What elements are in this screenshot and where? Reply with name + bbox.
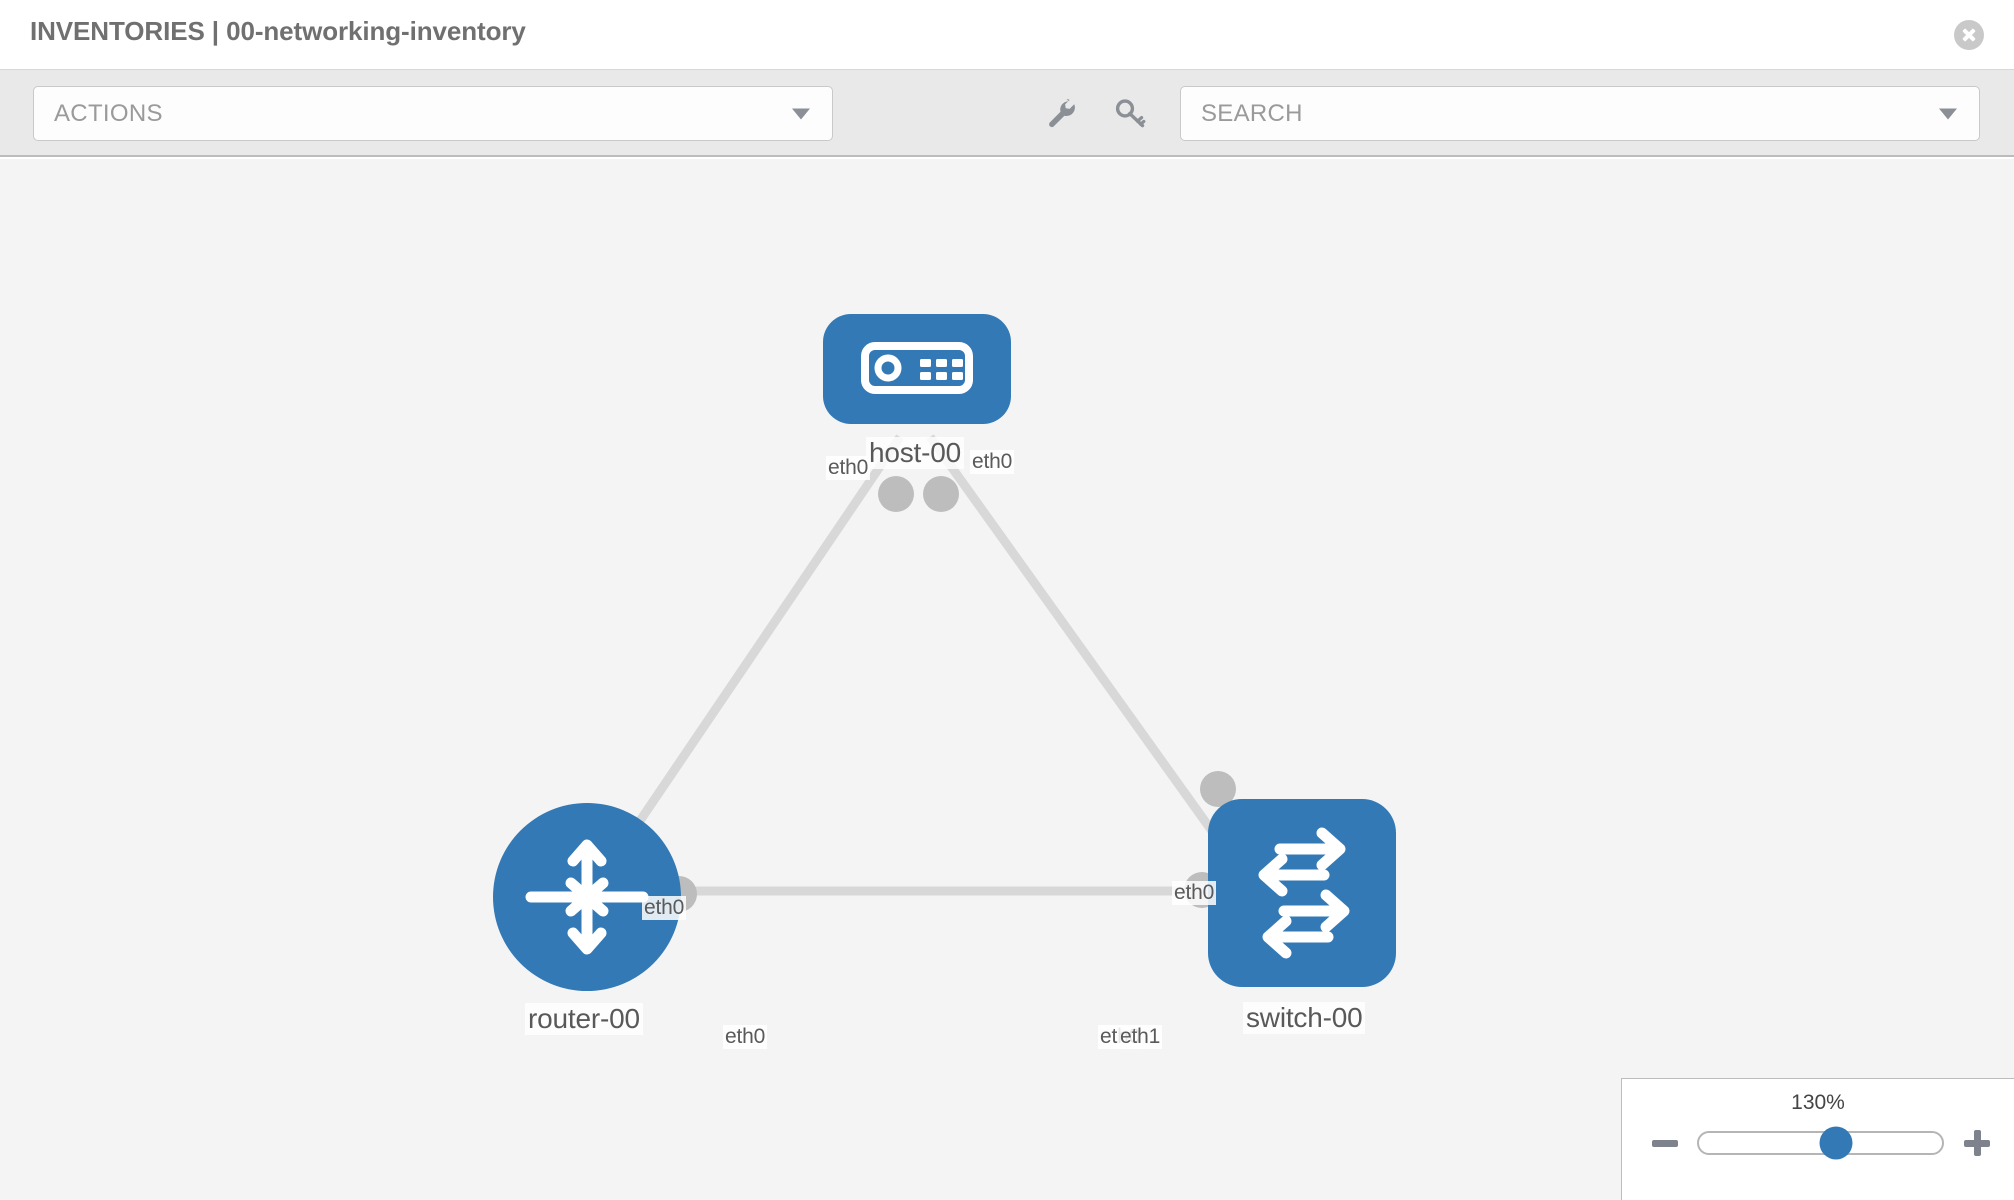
node-host-shape: [823, 314, 1011, 424]
page-header: INVENTORIES | 00-networking-inventory: [0, 0, 2014, 70]
plus-icon[interactable]: [1964, 1130, 1990, 1156]
port-nub: [923, 476, 959, 512]
zoom-slider-track[interactable]: [1697, 1126, 1944, 1160]
wrench-icon[interactable]: [1045, 97, 1079, 131]
port-nub: [878, 476, 914, 512]
zoom-slider-thumb[interactable]: [1819, 1126, 1853, 1160]
search-input[interactable]: SEARCH: [1180, 86, 1980, 141]
port-label-router-right: eth0: [723, 1025, 768, 1049]
node-host-00[interactable]: host-00: [823, 314, 1011, 514]
port-label-host-right: eth0: [970, 450, 1015, 474]
zoom-slider-row: [1622, 1123, 2014, 1163]
toolbar: ACTIONS SEARCH: [0, 70, 2014, 157]
search-placeholder: SEARCH: [1201, 99, 1303, 127]
node-host-label: host-00: [866, 437, 964, 469]
link-host-switch: [926, 434, 1236, 862]
page-title: INVENTORIES | 00-networking-inventory: [30, 16, 526, 46]
node-switch-00[interactable]: switch-00: [1184, 771, 1398, 1034]
zoom-control-panel: 130%: [1621, 1078, 2014, 1200]
port-label-router-up: eth0: [642, 896, 687, 920]
port-label-host-left: eth0: [826, 456, 871, 480]
zoom-level-label: 130%: [1791, 1091, 1845, 1114]
actions-dropdown[interactable]: ACTIONS: [33, 86, 833, 141]
port-label-switch-up: eth0: [1172, 881, 1217, 905]
key-icon[interactable]: [1113, 97, 1147, 131]
port-label-switch-left: eth1: [1118, 1025, 1163, 1049]
topology-links: [606, 434, 1236, 896]
chevron-down-icon: [1939, 108, 1957, 119]
router-icon: [525, 839, 649, 955]
close-icon[interactable]: [1954, 20, 1984, 50]
server-icon: [861, 342, 973, 394]
link-host-router: [606, 434, 904, 868]
node-switch-label: switch-00: [1243, 1002, 1366, 1034]
chevron-down-icon: [792, 108, 810, 119]
node-router-label: router-00: [525, 1003, 643, 1035]
actions-dropdown-label: ACTIONS: [54, 99, 163, 127]
switch-icon: [1258, 827, 1350, 959]
topology-canvas[interactable]: host-00 eth0 eth0: [0, 159, 2014, 1200]
minus-icon[interactable]: [1652, 1130, 1678, 1156]
node-switch-shape: [1208, 799, 1396, 987]
